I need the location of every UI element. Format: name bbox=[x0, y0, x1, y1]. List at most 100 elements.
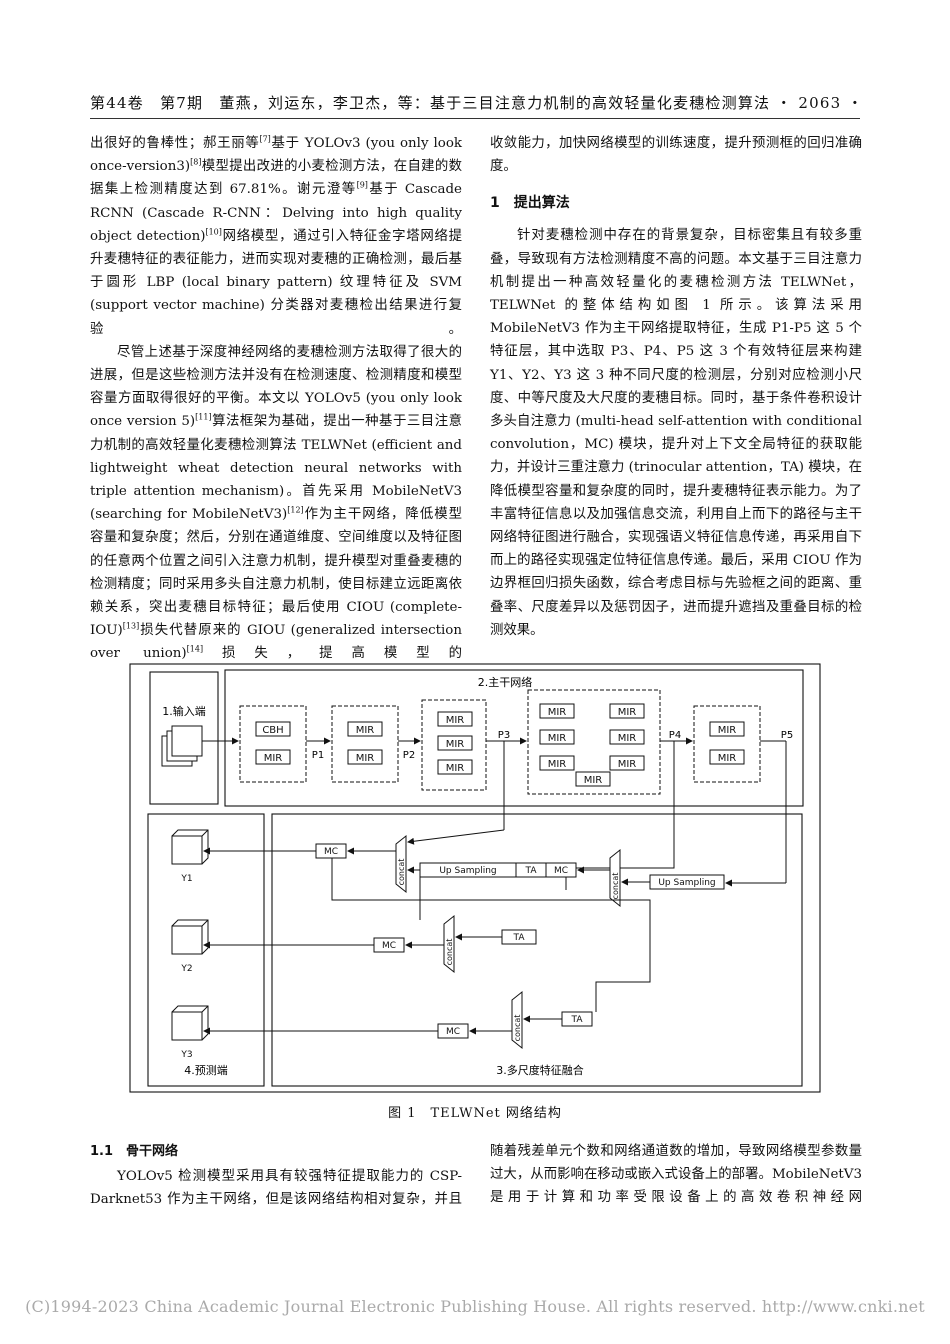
figure-outer-frame bbox=[129, 663, 821, 1093]
p3-label: P3 bbox=[498, 730, 510, 741]
mir-block-label: MIR bbox=[548, 759, 567, 770]
mir-block-label: MIR bbox=[718, 725, 737, 736]
mir-block-label: MIR bbox=[618, 759, 637, 770]
text-segment: 作为主干网络，降低模型容量和复杂度；然后，分别在通道维度、空间维度以及特征图的任… bbox=[90, 507, 463, 639]
mc-4-label: MC bbox=[554, 866, 568, 876]
y3-label: Y3 bbox=[180, 1050, 192, 1060]
mir-block-label: MIR bbox=[618, 707, 637, 718]
mir-block bbox=[437, 759, 473, 775]
y2-cube bbox=[171, 925, 203, 955]
mir-block bbox=[539, 755, 575, 771]
ta-2-label: TA bbox=[513, 933, 526, 943]
subsection-title: 1.1 骨干网络 bbox=[90, 1144, 179, 1159]
text-segment: 模型提出改进的小麦检测方法，在自建的数据集上检测精度达到 67.81%。谢元澄等 bbox=[90, 159, 462, 198]
upsampling-2-label: Up Sampling bbox=[658, 878, 715, 888]
text-segment: 出很好的鲁棒性；郝王丽等 bbox=[90, 136, 260, 151]
mir-block-label: MIR bbox=[548, 733, 567, 744]
mir-block-label: MIR bbox=[446, 763, 465, 774]
figure-caption: 图 1 TELWNet 网络结构 bbox=[388, 1106, 562, 1121]
citation: [10] bbox=[205, 227, 222, 237]
mir-block bbox=[539, 729, 575, 745]
concat-3-label: concat bbox=[513, 1015, 522, 1042]
mir-block bbox=[255, 749, 291, 765]
mir-block bbox=[437, 735, 473, 751]
paragraph-backbone: YOLOv5 检测模型采用具有较强特征提取能力的 CSP-Darknet53 作… bbox=[90, 1169, 462, 1208]
text-segment: 基于 YOLOv3 (you only look once-version3) bbox=[90, 136, 463, 175]
backbone-region bbox=[224, 669, 804, 807]
concat-1-label: concat bbox=[397, 859, 406, 886]
citation: [11] bbox=[195, 412, 212, 422]
network-architecture-figure: 1.输入端 2.主干网络 3.多尺度特征融合 4.预测端 CBHMIRMIRMI… bbox=[129, 663, 821, 1093]
bottom-right-column: 随着残差单元个数和网络通道数的增加，导致网络模型参数量过大，从而影响在移动或嵌入… bbox=[490, 1140, 862, 1210]
mc-2-label: MC bbox=[382, 941, 396, 951]
mir-block bbox=[709, 749, 745, 765]
mir-block-label: MIR bbox=[584, 775, 603, 786]
text-segment: 损失，提高模型的 bbox=[203, 646, 463, 662]
mir-block bbox=[609, 729, 645, 745]
concat-2 bbox=[443, 914, 455, 974]
p2-label: P2 bbox=[403, 750, 415, 761]
citation: [12] bbox=[287, 505, 304, 515]
concat-3 bbox=[511, 990, 523, 1050]
mir-block bbox=[709, 721, 745, 737]
y2-label: Y2 bbox=[180, 964, 192, 974]
mir-block-label: MIR bbox=[356, 753, 375, 764]
concat-4 bbox=[609, 848, 621, 908]
text-segment: 算法框架为基础，提出一种基于三目注意力机制的高效轻量化麦穗检测算法 TELWNe… bbox=[90, 414, 463, 523]
mir-block bbox=[347, 721, 383, 737]
bottom-left-column: 1.1 骨干网络 YOLOv5 检测模型采用具有较强特征提取能力的 CSP-Da… bbox=[90, 1140, 462, 1211]
paragraph-continuation: 收敛能力，加快网络模型的训练速度，提升预测框的回归准确度。 bbox=[490, 136, 862, 175]
concat-4-label: concat bbox=[611, 873, 620, 900]
predict-region bbox=[147, 813, 265, 1087]
paragraph-related-work: 出很好的鲁棒性；郝王丽等[7]基于 YOLOv3 (you only look … bbox=[90, 132, 462, 341]
paragraph-contribution: 尽管上述基于深度神经网络的麦穗检测方法取得了很大的进展，但是这些检测方法并没有在… bbox=[90, 341, 462, 666]
mir-block bbox=[347, 749, 383, 765]
citation: [14] bbox=[186, 645, 204, 654]
mir-block-label: MIR bbox=[618, 733, 637, 744]
citation: [9] bbox=[356, 180, 368, 190]
fusion-region bbox=[271, 813, 803, 1087]
left-column: 出很好的鲁棒性；郝王丽等[7]基于 YOLOv3 (you only look … bbox=[90, 132, 462, 666]
mir-block-label: MIR bbox=[446, 715, 465, 726]
text-segment: 尽管上述基于深度神经网络的麦穗检测方法取得了很大的进展，但是这些检测方法并没有在… bbox=[90, 344, 462, 430]
fusion-label: 3.多尺度特征融合 bbox=[496, 1063, 584, 1077]
mc-3-label: MC bbox=[446, 1027, 460, 1037]
mir-block-label: MIR bbox=[264, 753, 283, 764]
copyright-footer: (C)1994-2023 China Academic Journal Elec… bbox=[25, 1297, 925, 1316]
text-segment: 损失代替原来的 GIOU (generalized intersection o… bbox=[90, 623, 462, 662]
citation: [7] bbox=[259, 134, 271, 144]
cbh-block-label: CBH bbox=[262, 725, 283, 736]
section-title: 1 提出算法 bbox=[490, 195, 570, 212]
mir-block-label: MIR bbox=[718, 753, 737, 764]
mc-1-label: MC bbox=[324, 847, 338, 857]
citation: [13] bbox=[122, 621, 140, 631]
text-segment: 网络模型，通过引入特征金字塔网络提升麦穗特征的表征能力，进而实现对麦穗的正确检测… bbox=[90, 228, 462, 337]
mir-block bbox=[609, 703, 645, 719]
input-region bbox=[149, 671, 219, 805]
concat-2-label: concat bbox=[445, 939, 454, 966]
citation: [8] bbox=[190, 157, 202, 167]
mir-block-label: MIR bbox=[446, 739, 465, 750]
mc-4 bbox=[545, 862, 577, 878]
text-segment: 基于 Cascade RCNN (Cascade R-CNN：Delving i… bbox=[90, 182, 462, 244]
mir-block bbox=[539, 703, 575, 719]
upsampling-1-label: Up Sampling bbox=[439, 866, 496, 876]
p4-label: P4 bbox=[669, 730, 681, 741]
mir-block bbox=[609, 755, 645, 771]
cbh-block bbox=[255, 721, 291, 737]
ta-3-label: TA bbox=[571, 1015, 584, 1025]
input-label: 1.输入端 bbox=[162, 704, 206, 718]
mir-block bbox=[575, 771, 611, 787]
input-image-icon bbox=[161, 725, 203, 767]
ta-1-label: TA bbox=[525, 866, 538, 876]
header-rule bbox=[90, 118, 860, 119]
right-column: 收敛能力，加快网络模型的训练速度，提升预测框的回归准确度。 1 提出算法 针对麦… bbox=[490, 132, 862, 642]
mir-block-label: MIR bbox=[356, 725, 375, 736]
p5-label: P5 bbox=[781, 730, 793, 741]
running-header: 第44卷 第7期 董燕，刘运东，李卫杰，等：基于三目注意力机制的高效轻量化麦穗检… bbox=[90, 94, 864, 112]
mir-block bbox=[437, 711, 473, 727]
concat-1 bbox=[395, 834, 407, 894]
p1-label: P1 bbox=[312, 750, 324, 761]
paragraph-backbone-continued: 随着残差单元个数和网络通道数的增加，导致网络模型参数量过大，从而影响在移动或嵌入… bbox=[490, 1144, 862, 1206]
y3-cube bbox=[171, 1011, 203, 1041]
